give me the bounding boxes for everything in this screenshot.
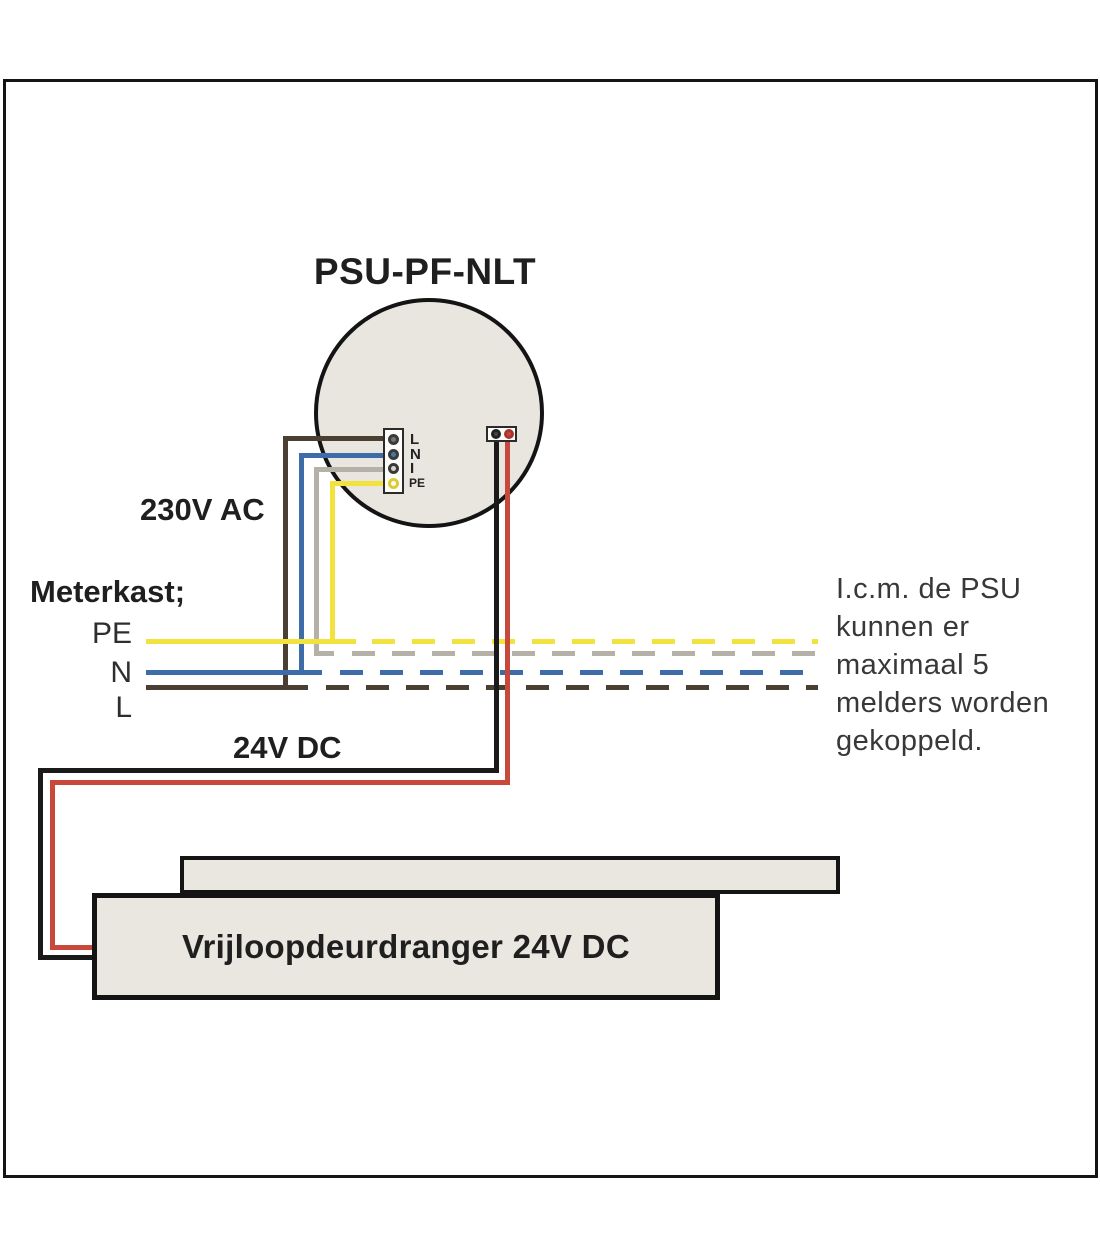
terminal-label-i: I (410, 460, 415, 477)
wire-dc-black-vertical-left (38, 768, 43, 960)
meterkast-label-n: N (110, 656, 132, 689)
terminal-label-pe: PE (409, 476, 426, 490)
terminal-dc-minus-icon (491, 429, 501, 439)
wire-dc-red-vertical-left (50, 780, 55, 950)
terminal-label-l: L (410, 431, 420, 448)
terminal-pe-icon (388, 478, 399, 489)
wire-dc-red-vertical (505, 436, 510, 785)
dc-voltage-label: 24V DC (233, 730, 342, 765)
wire-n-blue-meterkast (146, 670, 322, 675)
terminal-n-icon (388, 449, 399, 460)
wire-pe-yellow-meterkast (146, 639, 356, 644)
terminal-label-n: N (410, 446, 421, 463)
meterkast-title: Meterkast; (30, 574, 186, 609)
terminal-l-icon (388, 434, 399, 445)
wire-dc-black-vertical (494, 436, 499, 773)
door-closer-label: Vrijloopdeurdranger 24V DC (182, 927, 630, 965)
wire-dc-red-horizontal (50, 780, 510, 785)
wire-pe-yellow-horizontal-top (330, 481, 388, 486)
wire-l-brown-vertical (283, 436, 288, 690)
wire-pe-yellow-vertical (330, 481, 335, 644)
wire-l-brown-horizontal-top (283, 436, 388, 441)
ac-voltage-label: 230V AC (140, 492, 265, 527)
note-line: melders worden (836, 687, 1050, 719)
meterkast-label-l: L (115, 691, 132, 724)
wire-pe-yellow-dashed (372, 639, 818, 644)
terminal-dc-plus-icon (504, 429, 514, 439)
note-line: maximaal 5 (836, 649, 990, 681)
ac-terminal-block (383, 428, 404, 494)
wire-dc-black-stub (38, 955, 95, 960)
psu-device-circle (314, 298, 544, 528)
note-line: I.c.m. de PSU (836, 573, 1022, 605)
psu-note: I.c.m. de PSU kunnen er maximaal 5 melde… (836, 570, 1096, 760)
wire-n-blue-dashed (340, 670, 818, 675)
wire-i-gray-vertical (314, 467, 319, 656)
psu-title: PSU-PF-NLT (313, 251, 537, 292)
wire-l-brown-meterkast (146, 685, 308, 690)
door-closer-back-panel (180, 856, 840, 894)
meterkast-label-pe: PE (91, 617, 132, 650)
wire-dc-black-horizontal (38, 768, 499, 773)
note-line: kunnen er (836, 611, 970, 643)
terminal-i-icon (388, 463, 399, 474)
wire-l-brown-dashed (326, 685, 818, 690)
wire-i-gray-horizontal-top (314, 467, 388, 472)
wire-n-blue-vertical (299, 453, 304, 675)
wire-dc-red-stub (50, 945, 95, 950)
wire-n-blue-horizontal-top (299, 453, 388, 458)
note-line: gekoppeld. (836, 725, 983, 757)
wire-i-gray-elbow (314, 651, 334, 656)
door-closer-box: Vrijloopdeurdranger 24V DC (92, 893, 720, 1000)
dc-terminal-block (486, 426, 517, 442)
wire-i-gray-dashed (352, 651, 818, 656)
